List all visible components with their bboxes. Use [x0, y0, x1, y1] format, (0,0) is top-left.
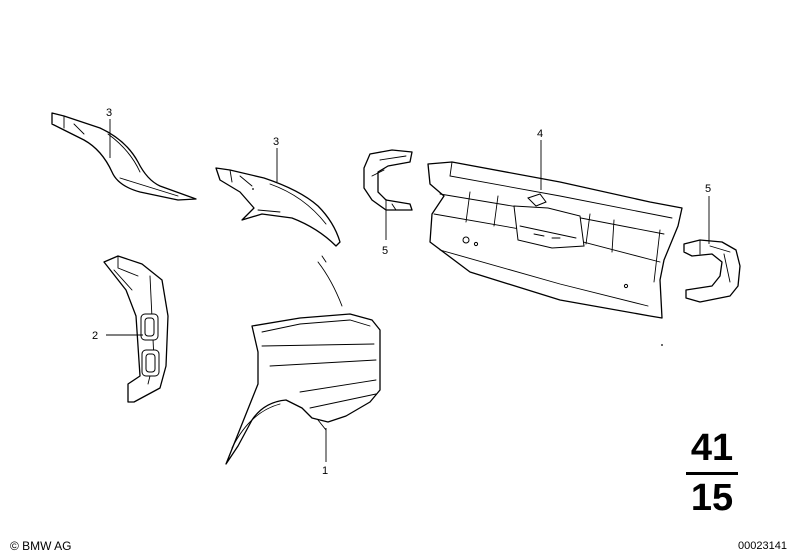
part-5-left-bracket[interactable]	[363, 149, 413, 211]
group-code: 41 15	[686, 428, 738, 518]
part-3-center-reinforcement[interactable]	[215, 167, 341, 247]
group-divider	[686, 472, 738, 475]
callout-4: 4	[537, 128, 543, 140]
group-sub-number: 15	[690, 477, 734, 519]
callout-5-right: 5	[705, 183, 711, 195]
group-main-number: 41	[690, 427, 734, 469]
part-4-rear-panel[interactable]	[427, 161, 683, 319]
leader-lines	[106, 119, 710, 462]
callout-5-left: 5	[382, 245, 388, 257]
copyright-label: © BMW AG	[10, 539, 72, 553]
part-3-left-reinforcement[interactable]	[51, 112, 197, 201]
document-number: 00023141	[738, 540, 787, 552]
callout-2: 2	[92, 330, 98, 342]
registration-dot	[252, 188, 254, 190]
callout-1: 1	[322, 465, 328, 477]
part-2-inner-wheelhouse[interactable]	[103, 255, 169, 403]
callout-3-center: 3	[273, 136, 279, 148]
callout-3-left: 3	[106, 107, 112, 119]
part-1-side-panel[interactable]	[225, 255, 381, 465]
registration-dot	[661, 344, 663, 346]
part-5-right-bracket[interactable]	[683, 239, 741, 303]
